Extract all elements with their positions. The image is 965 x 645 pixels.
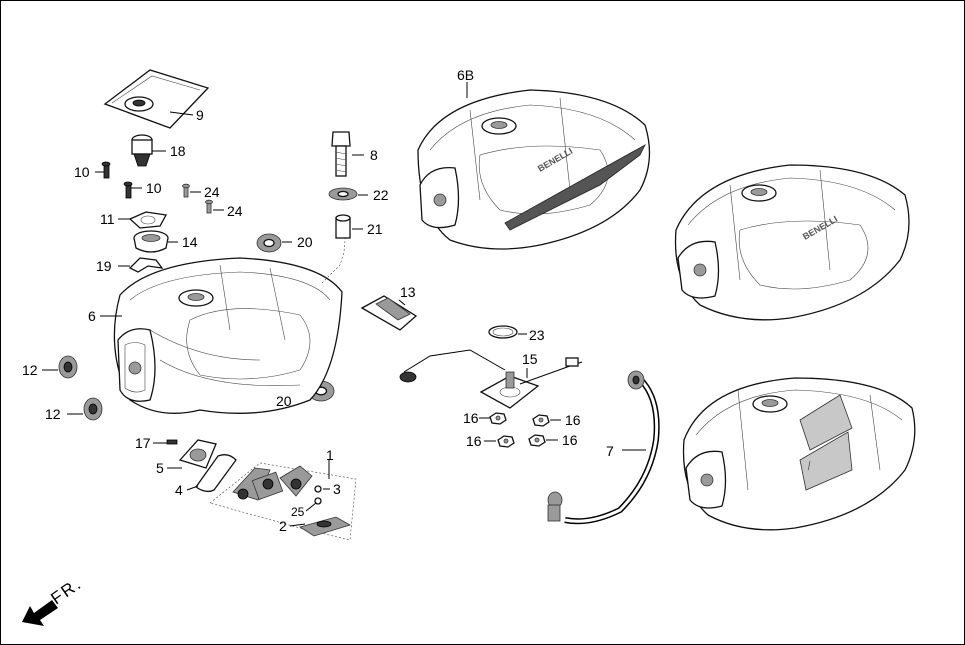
callout-13: 13 [400, 284, 416, 300]
callout-18: 18 [170, 143, 186, 159]
nut-16c [484, 435, 515, 448]
fuel-sender-15 [399, 349, 583, 409]
o-ring-4 [186, 454, 237, 493]
collar-21 [335, 214, 363, 239]
arrow-down-left-icon [22, 600, 58, 626]
callout-16d: 16 [562, 432, 578, 448]
fuel-hose-7 [547, 370, 660, 525]
flange-plate-5 [167, 439, 217, 469]
callout-1: 1 [326, 447, 334, 463]
callout-6: 6 [88, 308, 96, 324]
grommet-20a [256, 233, 292, 253]
nut-16b [532, 414, 561, 427]
callout-10a: 10 [74, 164, 90, 180]
callout-11: 11 [100, 211, 115, 227]
callout-12a: 12 [22, 362, 38, 378]
callout-16c: 16 [466, 433, 482, 449]
callout-7: 7 [606, 443, 614, 459]
callout-5: 5 [156, 460, 164, 476]
drain-clip-19 [118, 257, 164, 273]
callout-16b: 16 [565, 412, 581, 428]
callout-3: 3 [333, 481, 341, 497]
callout-9: 9 [196, 107, 204, 123]
tank-pad-9 [103, 69, 210, 129]
fuel-lock-18 [131, 134, 166, 167]
callout-8: 8 [370, 147, 378, 163]
callout-21: 21 [367, 221, 383, 237]
screw-17 [153, 439, 178, 445]
callout-20b: 20 [276, 393, 292, 409]
callout-15: 15 [522, 351, 538, 367]
callout-16a: 16 [463, 410, 479, 426]
callout-24b: 24 [227, 203, 243, 219]
rubber-12b [67, 397, 103, 421]
nut-16d [528, 434, 558, 447]
nut-16a [489, 412, 507, 425]
fuel-tank-variant-b: ⟋ [682, 377, 916, 531]
callout-4: 4 [175, 482, 183, 498]
callout-14: 14 [182, 234, 198, 250]
washer-22 [328, 187, 368, 201]
filler-ring-14 [133, 230, 178, 253]
screw-24a [182, 183, 201, 198]
ring-23 [488, 325, 527, 339]
callout-19: 19 [96, 258, 112, 274]
screw-24b [205, 199, 224, 214]
leader-dotted-21 [321, 229, 347, 284]
callout-25: 25 [291, 505, 305, 519]
svg-text:⟋: ⟋ [803, 460, 815, 473]
callout-23: 23 [529, 327, 545, 343]
callout-20a: 20 [297, 234, 313, 250]
fuel-tank-6 [100, 257, 343, 414]
callout-2: 2 [279, 518, 287, 534]
callout-24a: 24 [204, 184, 220, 200]
callout-6b: 6B [457, 67, 474, 83]
fuel-tank-variant-a: BENELLI [674, 164, 910, 321]
callout-17: 17 [135, 435, 151, 451]
screw-10a [95, 161, 111, 179]
gasket-11 [118, 211, 168, 229]
bracket-13 [360, 295, 418, 331]
screw-10b [123, 181, 142, 199]
callout-10b: 10 [146, 180, 162, 196]
rubber-12a [42, 355, 78, 379]
bolt-8 [331, 131, 364, 177]
callout-12b: 12 [45, 406, 61, 422]
fuel-pump-assembly-1 [209, 460, 357, 541]
fuel-tank-6b: BENELLI [417, 82, 651, 250]
callout-22: 22 [373, 187, 389, 203]
